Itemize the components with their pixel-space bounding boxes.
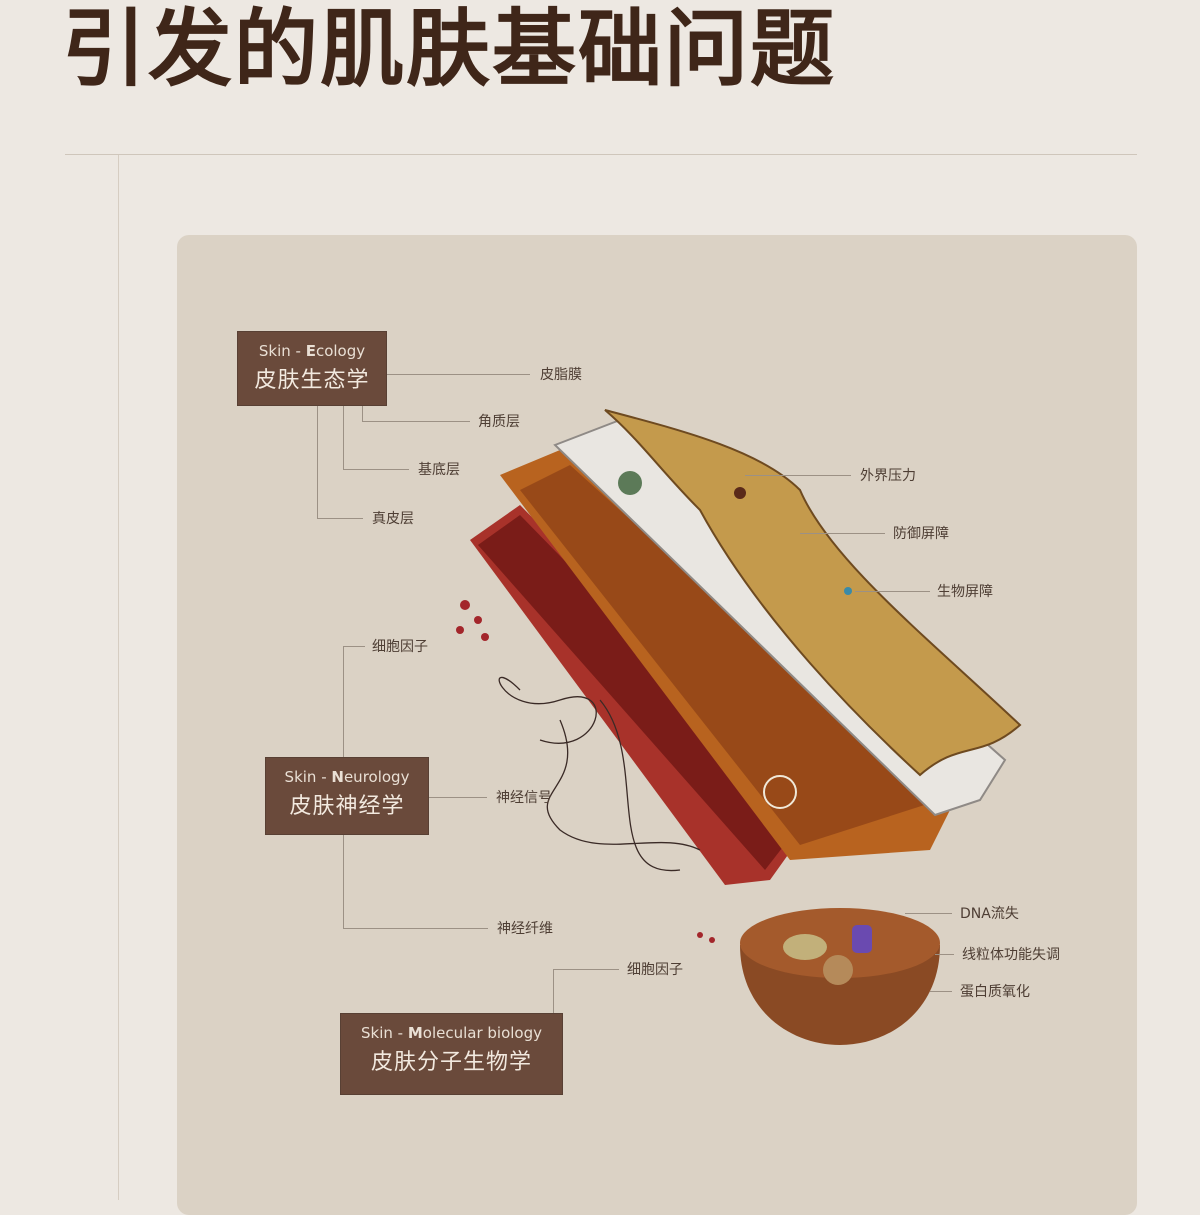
box-title: 皮肤生态学 [254, 368, 370, 393]
label-dna-loss: DNA流失 [960, 906, 1019, 922]
leader-line [343, 928, 488, 929]
label-bio-barrier: 生物屏障 [937, 584, 993, 600]
leader-line [362, 406, 363, 421]
page-title: 引发的肌肤基础问题 [62, 0, 837, 98]
leader-line [317, 406, 318, 518]
skin-ecology-box: Skin - Ecology 皮肤生态学 [237, 331, 387, 406]
basal-layer [500, 450, 960, 860]
leader-line [343, 469, 409, 470]
en-rest: eurology [343, 768, 410, 786]
en-rest: olecular biology [422, 1024, 542, 1042]
leader-line [317, 518, 363, 519]
leader-line [343, 646, 365, 647]
leader-line [935, 954, 954, 955]
label-dermis: 真皮层 [372, 511, 414, 527]
en-prefix: Skin - [284, 768, 332, 786]
leader-line [905, 913, 952, 914]
leader-line [855, 591, 930, 592]
leader-line [387, 374, 530, 375]
pressure-icon [734, 487, 746, 499]
cell-cross-section [740, 908, 940, 1045]
nerve-fibers [498, 676, 701, 872]
label-sebum-film: 皮脂膜 [540, 367, 582, 383]
label-defense-barrier: 防御屏障 [893, 526, 949, 542]
label-external-pressure: 外界压力 [860, 468, 916, 484]
en-prefix: Skin - [360, 1024, 408, 1042]
dna-icon [852, 925, 872, 953]
label-protein-oxidation: 蛋白质氧化 [960, 984, 1030, 1000]
nucleus-icon [823, 955, 853, 985]
en-rest: cology [315, 342, 366, 360]
sebum-film-layer [604, 409, 1022, 777]
label-mito-dysfunction: 线粒体功能失调 [962, 947, 1060, 963]
divider-vertical [118, 155, 119, 1200]
leader-line [553, 969, 619, 970]
dermis-layer [470, 505, 820, 885]
skin-neurology-box: Skin - Neurology 皮肤神经学 [265, 757, 429, 835]
en-prefix: Skin - [258, 342, 306, 360]
leader-line [429, 797, 487, 798]
leader-line [362, 421, 470, 422]
leader-line [553, 969, 554, 1013]
label-nerve-fiber: 神经纤维 [497, 921, 553, 937]
cytokine-dots [456, 600, 715, 943]
mitochondria-icon [783, 934, 827, 960]
label-cytokine-1: 细胞因子 [372, 639, 428, 655]
divider [65, 154, 1137, 155]
en-initial: N [331, 768, 344, 786]
en-initial: E [305, 342, 316, 360]
leader-line [745, 475, 851, 476]
label-nerve-signal: 神经信号 [496, 790, 552, 806]
label-basal-layer: 基底层 [418, 462, 460, 478]
skin-molecular-biology-box: Skin - Molecular biology 皮肤分子生物学 [340, 1013, 563, 1095]
box-title: 皮肤分子生物学 [370, 1050, 532, 1075]
leader-line [343, 406, 344, 469]
leader-line [930, 991, 952, 992]
label-cytokine-2: 细胞因子 [627, 962, 683, 978]
zoom-circle [763, 775, 797, 809]
leader-line [800, 533, 885, 534]
microbe-icon [618, 471, 642, 495]
label-stratum-corneum: 角质层 [478, 414, 520, 430]
box-title: 皮肤神经学 [289, 794, 405, 819]
en-initial: M [407, 1024, 423, 1042]
bio-icon [844, 587, 852, 595]
